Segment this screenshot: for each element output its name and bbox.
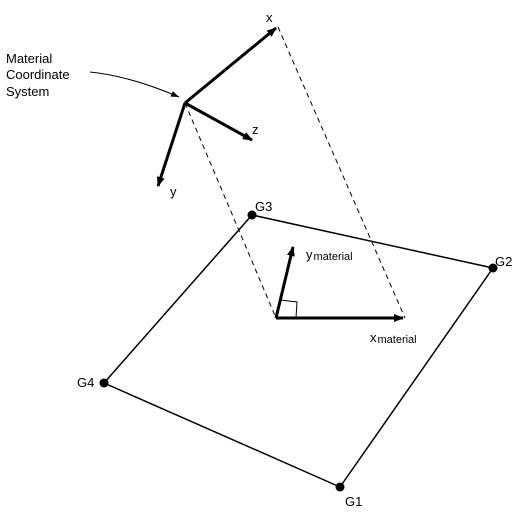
axis-z-arrow [184, 101, 253, 142]
grid-point-g3-label: G3 [255, 199, 272, 214]
axis-x-arrow [184, 26, 277, 105]
axis-x-label: x [266, 10, 273, 25]
projection-line-y [184, 102, 277, 319]
grid-point-g1 [335, 482, 345, 492]
grid-point-g3 [247, 210, 257, 220]
grid-point-g2-label: G2 [495, 254, 512, 269]
projection-line-x [277, 26, 406, 319]
grid-point-g1-label: G1 [345, 494, 362, 509]
material-y-label: ymaterial [306, 247, 353, 263]
element-outline [102, 214, 495, 488]
grid-point-g2 [488, 263, 498, 273]
right-angle-marker [280, 299, 298, 319]
axis-z-label: z [252, 122, 259, 137]
material-y-arrow [274, 246, 295, 319]
callout-label-line1: Material [6, 51, 52, 66]
grid-point-g4-label: G4 [77, 375, 94, 390]
grid-point-g4 [99, 378, 109, 388]
callout-label-line2: Coordinate [6, 67, 70, 82]
callout-leader-line [89, 71, 180, 98]
material-x-label: xmaterial [370, 330, 417, 346]
axis-y-label: y [170, 184, 177, 199]
axis-y-arrow [156, 102, 187, 187]
callout-label-line3: System [6, 84, 49, 99]
